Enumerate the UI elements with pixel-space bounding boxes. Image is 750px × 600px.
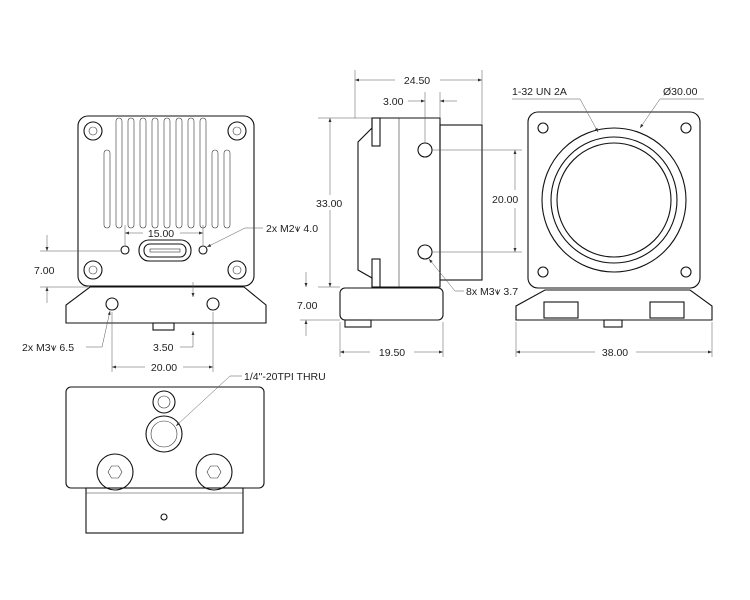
heatsink-fin [103,149,111,229]
dim-24-50: 24.50 [404,75,430,87]
front-base [65,286,267,324]
heatsink-fin [223,149,231,229]
heatsink-fin [211,149,219,229]
lens-barrel [439,124,483,281]
heatsink-fin [175,117,183,229]
heatsink-fin [151,117,159,229]
front-view: 15.00 2x M2⩛ 4.0 7.00 2x M3⩛ 6.5 3.50 20… [22,115,318,374]
heatsink-fin [127,117,135,229]
lens-view: 1-32 UN 2A Ø30.00 38.00 [512,86,713,359]
dim-33-00: 33.00 [316,198,342,210]
mount-hole [537,266,549,278]
dim-20-front: 20.00 [151,362,177,374]
side-base [339,287,444,321]
heatsink-fin [115,117,123,229]
note-diameter: Ø30.00 [663,86,698,98]
m3-base-hole [105,297,119,311]
m3-side-hole [417,142,433,158]
m3-side-hole [417,244,433,260]
lens-view-body [527,111,701,289]
dim-20-side: 20.00 [492,194,518,206]
heatsink-fin [187,117,195,229]
heatsink-fin [139,117,147,229]
hex-screw-icon [206,465,222,479]
usb-c-port-icon [138,239,192,262]
m2-hole [120,245,130,255]
dim-3-00: 3.00 [383,96,404,108]
note-m3-base: 2x M3⩛ 6.5 [22,342,74,354]
note-thread: 1-32 UN 2A [512,86,567,98]
dim-38-00: 38.00 [602,347,628,359]
bottom-base [65,386,265,489]
corner-screw-icon [83,121,247,280]
heatsink-fins [103,117,231,229]
dim-19-50: 19.50 [379,347,405,359]
side-view: 24.50 3.00 33.00 20.00 7.00 8x M3⩛ 3.7 1… [297,70,522,359]
dim-15: 15.00 [148,228,174,240]
mount-hole [680,122,692,134]
dim-7-front: 7.00 [34,265,55,277]
mount-hole [680,266,692,278]
screw-icon [157,395,171,409]
m2-hole [198,245,208,255]
lens-thread [556,142,672,258]
bottom-body [85,487,244,534]
lens-mount-outer [541,127,687,273]
bottom-view: 1/4"-20TPI THRU [65,371,326,534]
base-tab [152,322,175,331]
tripod-hole [145,415,183,453]
note-m2: 2x M2⩛ 4.0 [266,223,318,235]
lens-view-base [515,289,713,321]
dim-3-50: 3.50 [153,342,174,354]
heatsink-fin [199,117,207,229]
note-m3-side: 8x M3⩛ 3.7 [466,286,518,298]
m3-base-hole [206,297,220,311]
dim-7-side: 7.00 [297,300,318,312]
heatsink-fin [163,117,171,229]
mount-hole [537,122,549,134]
hex-screw-icon [107,465,123,479]
front-body [77,115,255,287]
note-tripod: 1/4"-20TPI THRU [244,371,326,383]
